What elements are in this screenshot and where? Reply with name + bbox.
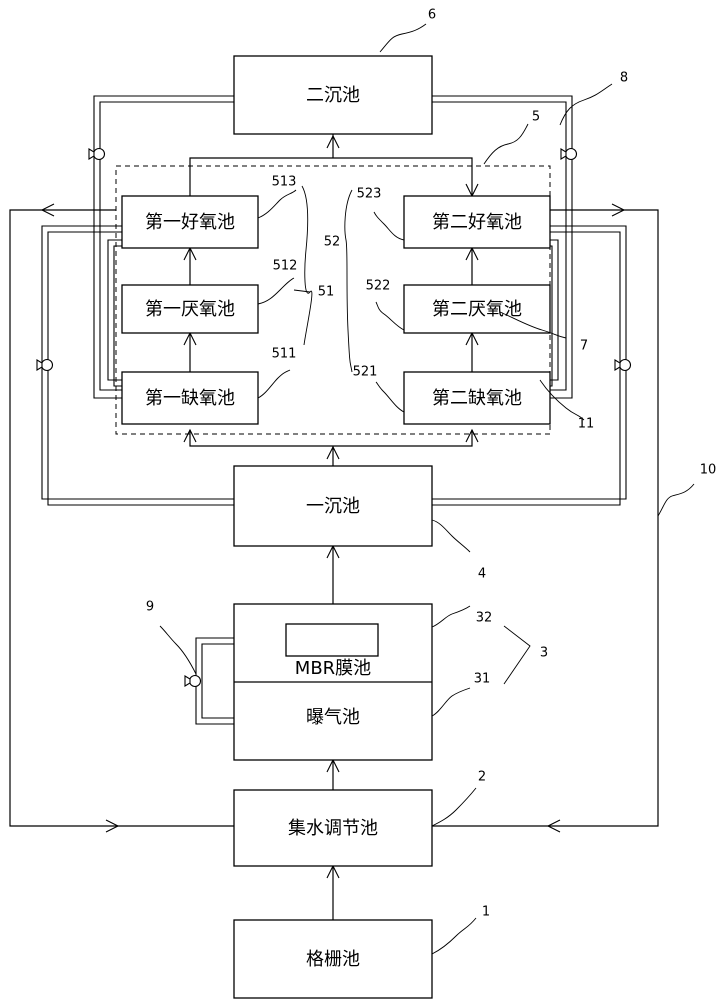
anaerobic1-label: 第一厌氧池 — [145, 299, 235, 320]
pipe-7-left-a — [41, 225, 234, 500]
pipe-8-right-b — [432, 101, 567, 391]
num-3: 3 — [540, 646, 548, 661]
num-512: 512 — [273, 259, 298, 274]
mbr-label: MBR膜池 — [295, 658, 371, 679]
aeration-label: 曝气池 — [306, 707, 360, 728]
collection-label: 集水调节池 — [288, 818, 378, 839]
num-1: 1 — [482, 905, 490, 920]
num-32: 32 — [476, 611, 493, 626]
flow-merge-top — [189, 157, 473, 196]
pipe-7-left-b — [47, 231, 234, 506]
aerobic2-label: 第二好氧池 — [432, 212, 522, 233]
mbr-membrane-module — [285, 623, 379, 657]
pump-7-left-icon — [36, 358, 54, 372]
num-10: 10 — [700, 463, 717, 478]
pipe-8-left-b — [99, 101, 234, 391]
num-31: 31 — [474, 672, 491, 687]
collection-box — [233, 789, 433, 867]
pipe-11-right-a — [550, 239, 559, 381]
pump-8-left-icon — [88, 147, 106, 161]
recycle-line-left — [9, 209, 234, 827]
arrowheads — [40, 134, 626, 879]
num-5: 5 — [532, 110, 540, 125]
primary-sed-label: 一沉池 — [306, 496, 360, 517]
pipe-7-right-b — [432, 231, 621, 506]
anoxic2-box — [403, 371, 551, 425]
anaerobic2-label: 第二厌氧池 — [432, 299, 522, 320]
num-11: 11 — [578, 417, 595, 432]
pipe-8-left-a — [93, 95, 234, 399]
secondary-sed-label: 二沉池 — [306, 85, 360, 106]
num-513: 513 — [272, 175, 297, 190]
pipe-11-left-a — [107, 239, 122, 381]
pipe-11-left-b — [113, 245, 122, 387]
recycle-line-right — [432, 209, 659, 827]
pipe-7-right-a — [432, 225, 627, 500]
num-522: 522 — [366, 279, 391, 294]
num-51: 51 — [318, 285, 335, 300]
num-52: 52 — [324, 235, 341, 250]
primary-sed-box — [233, 465, 433, 547]
num-2: 2 — [478, 770, 486, 785]
pipe-8-right-a — [432, 95, 573, 399]
aerobic1-label: 第一好氧池 — [145, 212, 235, 233]
pipe-9-b — [201, 643, 234, 719]
anoxic1-label: 第一缺氧池 — [145, 388, 235, 409]
grid-label: 格栅池 — [306, 949, 360, 970]
secondary-sed-box — [233, 55, 433, 135]
anaerobic2-box — [403, 284, 551, 334]
flow-split-bottom — [189, 430, 473, 447]
aerobic1-box — [121, 195, 259, 249]
pump-8-right-icon — [560, 147, 578, 161]
num-8: 8 — [620, 71, 628, 86]
num-7: 7 — [580, 339, 588, 354]
aerobic2-box — [403, 195, 551, 249]
num-523: 523 — [357, 187, 382, 202]
pump-7-right-icon — [614, 358, 632, 372]
num-9: 9 — [146, 600, 154, 615]
num-521: 521 — [353, 365, 378, 380]
num-511: 511 — [272, 347, 297, 362]
num-6: 6 — [428, 8, 436, 23]
anaerobic1-box — [121, 284, 259, 334]
leader-lines — [159, 23, 695, 955]
anoxic1-box — [121, 371, 259, 425]
num-4: 4 — [478, 567, 486, 582]
anoxic2-label: 第二缺氧池 — [432, 388, 522, 409]
pump-9-icon — [184, 674, 202, 688]
pipe-11-right-b — [550, 245, 553, 387]
grid-box — [233, 919, 433, 999]
